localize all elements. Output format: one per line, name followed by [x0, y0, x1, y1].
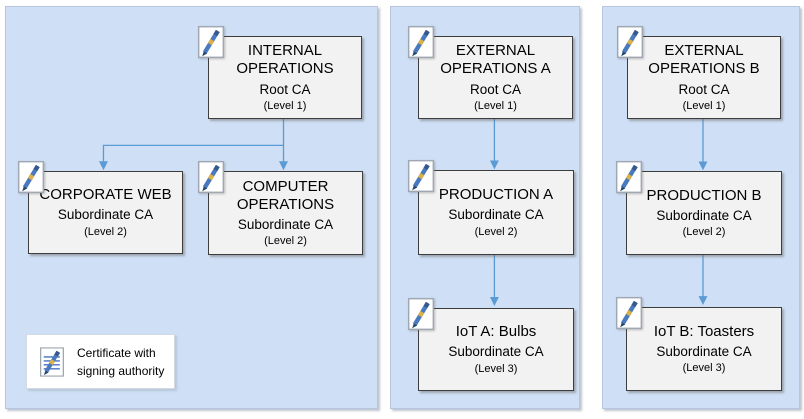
- ca-box-internal-operations-root: INTERNAL OPERATIONS Root CA (Level 1): [208, 36, 362, 119]
- legend-certificate-signing: Certificate with signing authority: [26, 334, 175, 389]
- ca-box-subtitle: Subordinate CA: [656, 207, 752, 223]
- ca-box-external-operations-a-root: EXTERNAL OPERATIONS A Root CA (Level 1): [418, 36, 573, 119]
- ca-box-title: COMPUTER OPERATIONS: [236, 177, 335, 213]
- ca-box-iot-a-bulbs: IoT A: Bulbs Subordinate CA (Level 3): [418, 308, 574, 391]
- panel-external-operations-a: EXTERNAL OPERATIONS A Root CA (Level 1) …: [390, 6, 580, 409]
- ca-box-subtitle: Root CA: [678, 81, 730, 97]
- ca-box-level: (Level 3): [682, 362, 726, 375]
- certificate-signing-icon: [616, 161, 642, 193]
- ca-box-corporate-web: CORPORATE WEB Subordinate CA (Level 2): [28, 171, 183, 254]
- ca-box-level: (Level 3): [474, 362, 518, 375]
- ca-box-level: (Level 2): [264, 235, 307, 248]
- certificate-signing-icon: [40, 347, 64, 377]
- legend-label-line2: signing authority: [77, 363, 165, 378]
- ca-box-title: IoT A: Bulbs: [455, 323, 537, 341]
- ca-box-subtitle: Root CA: [469, 81, 522, 97]
- ca-box-subtitle: Subordinate CA: [237, 217, 334, 233]
- ca-box-title: IoT B: Toasters: [653, 322, 755, 340]
- legend-label-line1: Certificate with: [77, 345, 156, 360]
- ca-box-level: (Level 2): [474, 225, 518, 238]
- ca-box-title: PRODUCTION A: [438, 186, 554, 204]
- ca-box-title: INTERNAL OPERATIONS: [236, 42, 334, 78]
- ca-box-computer-operations: COMPUTER OPERATIONS Subordinate CA (Leve…: [208, 171, 363, 255]
- certificate-signing-icon: [18, 161, 44, 193]
- ca-box-title: EXTERNAL OPERATIONS B: [648, 42, 760, 78]
- certificate-signing-icon: [616, 297, 642, 329]
- ca-box-subtitle: Subordinate CA: [656, 343, 752, 359]
- certificate-signing-icon: [408, 26, 434, 58]
- certificate-signing-icon: [617, 26, 643, 58]
- ca-box-external-operations-b-root: EXTERNAL OPERATIONS B Root CA (Level 1): [627, 36, 781, 119]
- ca-box-level: (Level 2): [84, 225, 127, 238]
- ca-box-title: EXTERNAL OPERATIONS A: [440, 42, 551, 78]
- ca-box-level: (Level 2): [682, 226, 726, 239]
- certificate-signing-icon: [408, 298, 434, 330]
- panel-external-operations-b: EXTERNAL OPERATIONS B Root CA (Level 1) …: [602, 6, 800, 409]
- certificate-signing-icon: [198, 26, 224, 58]
- ca-box-subtitle: Subordinate CA: [448, 344, 544, 360]
- ca-box-subtitle: Root CA: [259, 81, 311, 97]
- certificate-signing-icon: [408, 160, 434, 192]
- ca-box-subtitle: Subordinate CA: [57, 207, 154, 223]
- ca-box-iot-b-toasters: IoT B: Toasters Subordinate CA (Level 3): [626, 307, 782, 391]
- ca-box-title: CORPORATE WEB: [39, 186, 172, 204]
- ca-box-level: (Level 1): [474, 99, 517, 112]
- panel-internal-operations: INTERNAL OPERATIONS Root CA (Level 1) CO…: [5, 6, 378, 409]
- ca-box-level: (Level 1): [263, 99, 307, 112]
- ca-box-production-a: PRODUCTION A Subordinate CA (Level 2): [418, 170, 574, 255]
- ca-box-title: PRODUCTION B: [646, 186, 762, 204]
- certificate-signing-icon: [198, 161, 224, 193]
- ca-box-level: (Level 1): [682, 99, 726, 112]
- legend-label: Certificate with signing authority: [77, 344, 164, 380]
- ca-box-production-b: PRODUCTION B Subordinate CA (Level 2): [626, 171, 782, 255]
- ca-box-subtitle: Subordinate CA: [448, 207, 544, 223]
